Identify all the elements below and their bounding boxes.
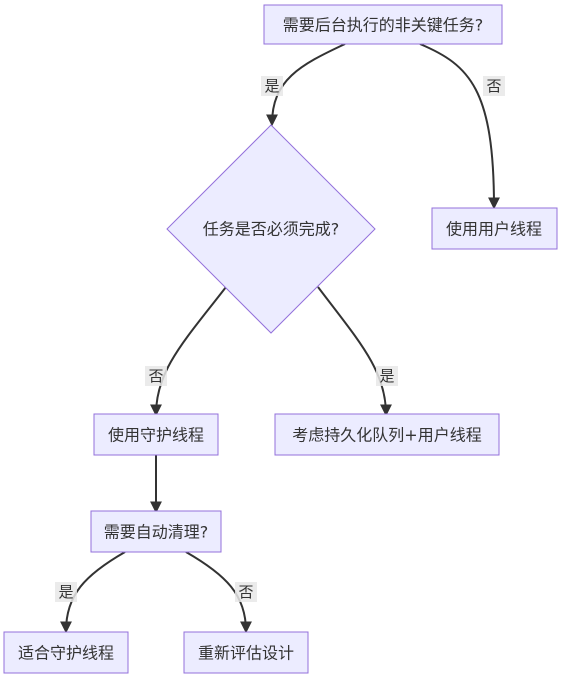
node-reevaluate: 重新评估设计	[183, 631, 309, 674]
edge-background-no	[419, 43, 500, 210]
node-auto-cleanup-question: 需要自动清理?	[90, 510, 222, 553]
node-auto-cleanup-question-text: 需要自动清理?	[104, 523, 209, 542]
node-suitable-daemon-text: 适合守护线程	[18, 644, 114, 663]
node-daemon-thread-text: 使用守护线程	[108, 426, 204, 445]
edge-label-must-complete-yes: 是	[376, 366, 398, 386]
node-daemon-thread: 使用守护线程	[93, 413, 219, 456]
edge-label-background-yes: 是	[261, 76, 283, 96]
node-background-question: 需要后台执行的非关键任务?	[263, 4, 503, 45]
node-user-thread-top-text: 使用用户线程	[446, 220, 542, 239]
edge-must-complete-no	[150, 286, 227, 417]
edge-must-complete-yes	[317, 286, 392, 417]
node-persistent-queue-text: 考虑持久化队列+用户线程	[292, 426, 481, 445]
edge-label-background-no-text: 否	[486, 77, 501, 95]
node-must-complete-question-text: 任务是否必须完成?	[203, 220, 340, 239]
node-reevaluate-text: 重新评估设计	[198, 644, 294, 663]
node-must-complete-question: 任务是否必须完成?	[166, 124, 376, 334]
edge-background-yes	[266, 43, 346, 127]
edge-cleanup-no	[185, 551, 252, 634]
edge-label-cleanup-no: 否	[235, 582, 257, 602]
edge-label-background-yes-text: 是	[264, 77, 279, 95]
edge-label-must-complete-no-text: 否	[148, 367, 163, 385]
edge-label-cleanup-no-text: 否	[238, 583, 253, 601]
edge-label-must-complete-yes-text: 是	[379, 367, 394, 385]
node-persistent-queue: 考虑持久化队列+用户线程	[274, 413, 500, 456]
edge-cleanup-yes	[60, 551, 126, 634]
edge-label-cleanup-yes: 是	[55, 582, 77, 602]
edge-label-must-complete-no: 否	[145, 366, 167, 386]
edge-label-background-no: 否	[483, 76, 505, 96]
node-suitable-daemon: 适合守护线程	[3, 631, 129, 674]
edge-label-cleanup-yes-text: 是	[58, 583, 73, 601]
node-background-question-text: 需要后台执行的非关键任务?	[283, 16, 484, 35]
node-user-thread-top: 使用用户线程	[431, 207, 558, 250]
